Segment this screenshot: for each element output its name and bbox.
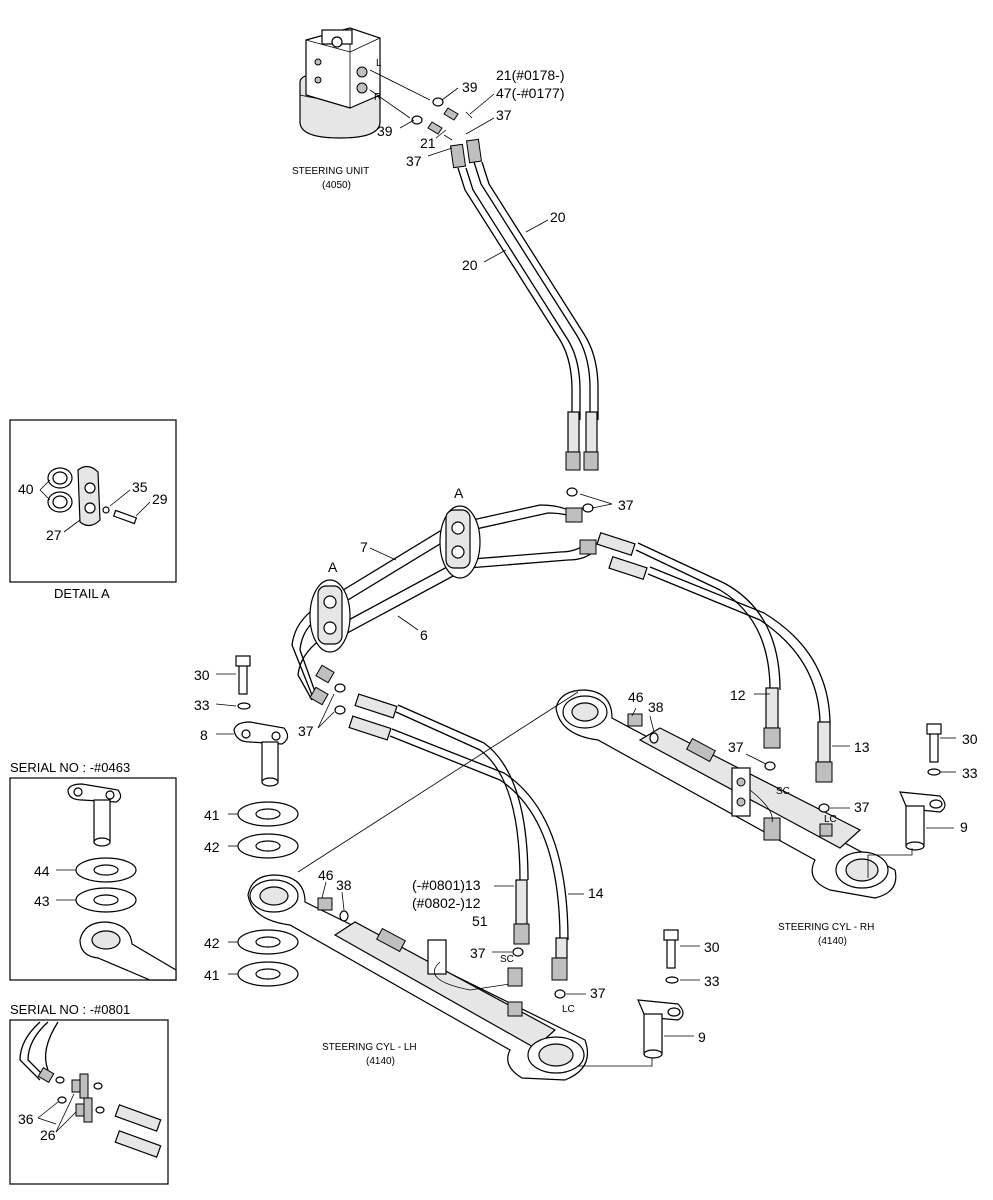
callout-37g: 37: [470, 945, 486, 961]
callout-41a: 41: [204, 807, 220, 823]
callout-8: 8: [200, 727, 208, 743]
callout-12b: (#0802-)12: [412, 895, 481, 911]
serial-0463-caption: SERIAL NO : -#0463: [10, 760, 130, 775]
port-sc-lh: SC: [500, 954, 514, 965]
o-ring-39a: [432, 97, 444, 107]
steering-cylinder-rh: [555, 689, 897, 899]
hose-20-pair: [449, 138, 599, 471]
steering-unit: L R: [299, 27, 431, 139]
callout-37f: 37: [854, 799, 870, 815]
hose-12-13: [596, 531, 833, 783]
port-lc-lh: LC: [562, 1004, 575, 1015]
port-lc-rh: LC: [824, 814, 837, 825]
callout-44: 44: [34, 863, 50, 879]
port-l-label: L: [376, 58, 382, 69]
callout-38a: 38: [648, 699, 664, 715]
o-ring-38-rh: [649, 732, 659, 744]
o-ring-39b: [411, 115, 423, 125]
callout-37b: 37: [406, 153, 422, 169]
callout-9b: 9: [698, 1029, 706, 1045]
callout-27: 27: [46, 527, 62, 543]
port-r-label: R: [374, 92, 381, 103]
cyl-rh-caption: STEERING CYL - RH: [778, 922, 874, 933]
o-ring-38-lh: [339, 910, 349, 922]
callouts: 39 39 21(#0178-) 47(-#0177) 21 37 37 20 …: [194, 67, 978, 1045]
callout-41b: 41: [204, 967, 220, 983]
callout-30b: 30: [962, 731, 978, 747]
hose-13-14-lh: [348, 693, 569, 981]
serial-0801-caption: SERIAL NO : -#0801: [10, 1002, 130, 1017]
callout-7: 7: [360, 539, 368, 555]
tee-fitting-lower: [579, 539, 597, 555]
callout-51: 51: [472, 913, 488, 929]
callout-30a: 30: [194, 667, 210, 683]
callout-37e: 37: [728, 739, 744, 755]
callout-37h: 37: [590, 985, 606, 1001]
clamp-a-label-right: A: [454, 485, 464, 501]
cyl-rh-code: (4140): [818, 936, 847, 947]
callout-6: 6: [420, 627, 428, 643]
callout-21b: 21: [420, 135, 436, 151]
callout-39b: 39: [377, 123, 393, 139]
callout-46a: 46: [628, 689, 644, 705]
tee-fitting-upper: [565, 507, 583, 523]
callout-40: 40: [18, 481, 34, 497]
callout-46b: 46: [318, 867, 334, 883]
callout-47: 47(-#0177): [496, 85, 565, 101]
steering-unit-code: (4050): [322, 180, 351, 191]
callout-36: 36: [18, 1111, 34, 1127]
callout-29: 29: [152, 491, 168, 507]
steering-unit-caption: STEERING UNIT: [292, 166, 369, 177]
steering-cylinder-lh: [247, 874, 589, 1081]
callout-20b: 20: [462, 257, 478, 273]
callout-14: 14: [588, 885, 604, 901]
callout-35: 35: [132, 479, 148, 495]
callout-37c: 37: [618, 497, 634, 513]
clamp-a-label-left: A: [328, 559, 338, 575]
callout-33a: 33: [194, 697, 210, 713]
elbow-fitting-21: [427, 121, 443, 135]
leader-lines: [215, 87, 956, 1037]
callout-20a: 20: [550, 209, 566, 225]
callout-13: 13: [854, 739, 870, 755]
callout-26: 26: [40, 1127, 56, 1143]
pin-assembly-rh: [899, 723, 946, 851]
elbow-fitting-47: [443, 107, 459, 121]
callout-43: 43: [34, 893, 50, 909]
clamp-a-right: [439, 505, 481, 579]
serial-0463-panel: 44 43: [9, 777, 177, 981]
callout-21a: 21(#0178-): [496, 67, 565, 83]
detail-a-panel: 40 35 29 27: [9, 419, 177, 583]
fitting-46-rh: [627, 713, 643, 727]
callout-37d: 37: [298, 723, 314, 739]
callout-42b: 42: [204, 935, 220, 951]
cyl-lh-caption: STEERING CYL - LH: [322, 1042, 417, 1053]
pin-assembly-lower: [637, 929, 684, 1059]
port-sc-rh: SC: [776, 786, 790, 797]
serial-0801-panel: 36 26: [9, 1019, 169, 1185]
pin-assembly-lh: [233, 655, 299, 987]
clamp-a-left: [309, 579, 351, 653]
callout-39a: 39: [462, 79, 478, 95]
callout-37a: 37: [496, 107, 512, 123]
callout-38b: 38: [336, 877, 352, 893]
fitting-46-lh: [317, 897, 333, 911]
callout-30c: 30: [704, 939, 720, 955]
callout-42a: 42: [204, 839, 220, 855]
callout-33b: 33: [962, 765, 978, 781]
callout-13b: (-#0801)13: [412, 877, 481, 893]
callout-9a: 9: [960, 819, 968, 835]
callout-33c: 33: [704, 973, 720, 989]
detail-a-caption: DETAIL A: [54, 586, 110, 601]
cyl-lh-code: (4140): [366, 1056, 395, 1067]
callout-12: 12: [730, 687, 746, 703]
